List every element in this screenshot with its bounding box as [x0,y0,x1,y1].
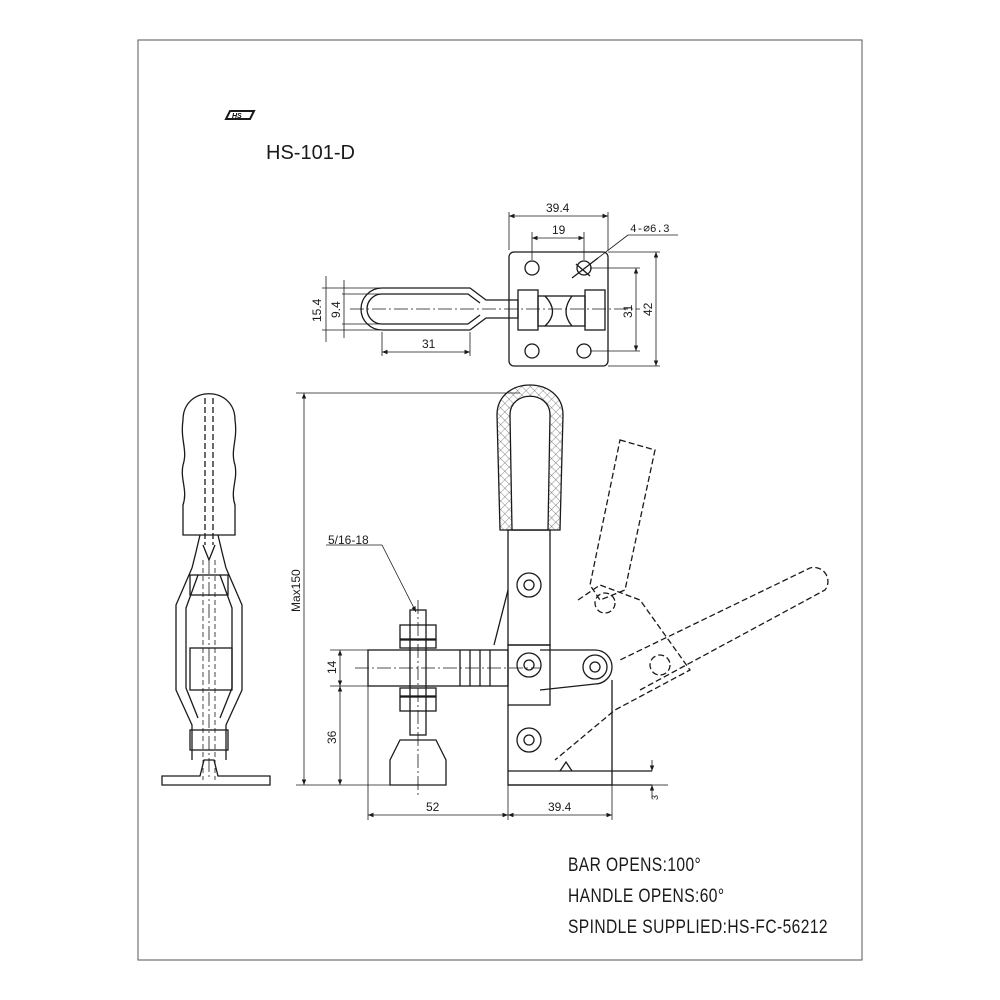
model-title: HS-101-D [266,142,355,164]
dim-base-width: 39.4 [548,800,572,814]
note-bar-opens: BAR OPENS:100° [568,855,702,876]
dim-handle-width-outer: 15.4 [310,298,324,322]
dim-max-height: Max150 [289,569,303,612]
spec-notes: BAR OPENS:100° HANDLE OPENS:60° SPINDLE … [568,850,828,943]
dim-handle-length: 31 [422,337,436,351]
end-view [161,393,271,786]
front-view-dimensions [296,392,668,820]
front-view [355,384,829,795]
drawing-border [137,39,863,961]
dim-reach: 52 [426,800,440,814]
dim-base-hole-spacing: 31 [621,304,635,318]
note-spindle-supplied: SPINDLE SUPPLIED:HS-FC-56212 [568,917,828,938]
dim-top-width: 39.4 [546,201,570,215]
dim-base-height: 42 [641,302,655,316]
dim-spindle-height: 36 [325,730,339,744]
dim-handle-width-inner: 9.4 [329,301,343,318]
dim-bar-height: 14 [325,660,339,674]
svg-text:HS: HS [232,113,242,120]
top-view-dimensions [322,212,678,367]
dim-base-thickness: 3 [650,795,660,800]
top-view [350,251,640,367]
dim-hole-callout: 4-⌀6.3 [630,224,670,236]
note-handle-opens: HANDLE OPENS:60° [568,886,725,907]
dim-thread: 5/16-18 [328,533,369,547]
hs-logo: HS [224,110,256,120]
dim-top-hole-spacing: 19 [552,223,566,237]
